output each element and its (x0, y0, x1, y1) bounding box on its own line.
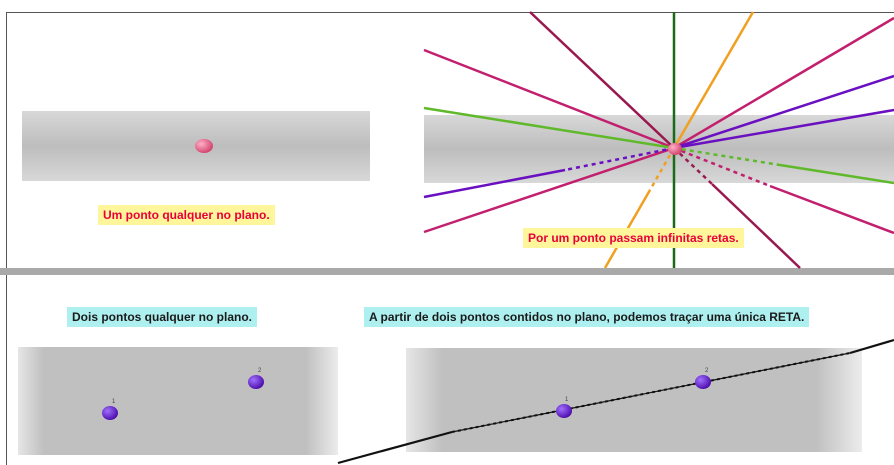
line-magenta2-lower (423, 146, 675, 234)
panel-divider (0, 268, 894, 275)
point-line-1 (556, 404, 572, 418)
caption-infinite-lines: Por um ponto passam infinitas retas. (523, 228, 744, 248)
line-purple2-upper (673, 74, 894, 150)
line-unique-left (337, 430, 453, 465)
line-purple-lower (423, 168, 566, 199)
lines-through-point (423, 11, 894, 269)
line-crimson-lower (711, 183, 801, 269)
line-magenta-lower-dashed (673, 146, 771, 188)
line-unique-right (849, 338, 894, 355)
line-green-right (779, 163, 894, 185)
plane-bottom-left (18, 347, 338, 455)
caption-single-point: Um ponto qualquer no plano. (98, 205, 275, 225)
caption-unique-line: A partir de dois pontos contidos no plan… (364, 307, 810, 327)
point-label-2: 2 (258, 368, 262, 374)
line-unique-mid (451, 352, 851, 433)
point-pair-1 (102, 406, 118, 420)
line-orange-upper (672, 11, 755, 149)
line-crimson-lower-dashed (673, 147, 713, 185)
point-label-1: 1 (112, 399, 116, 405)
line-purple-upper (673, 108, 894, 150)
line-crimson-upper (529, 11, 675, 149)
line-purple-lower-dashed (564, 146, 675, 172)
point-line-label-1: 1 (565, 397, 569, 403)
line-green-left (423, 106, 675, 150)
line-magenta-lower (769, 184, 894, 235)
point-line-2 (695, 375, 711, 389)
point-line-label-2: 2 (705, 368, 709, 374)
point-pair-2 (248, 375, 264, 389)
point-intersection (668, 143, 682, 155)
line-magenta2-upper (673, 16, 894, 150)
line-green-right-dashed (673, 146, 781, 167)
caption-two-points: Dois pontos qualquer no plano. (67, 307, 257, 327)
point-single (195, 139, 213, 153)
line-magenta-upper (423, 48, 675, 150)
line-orange-lower-dashed (648, 147, 676, 191)
